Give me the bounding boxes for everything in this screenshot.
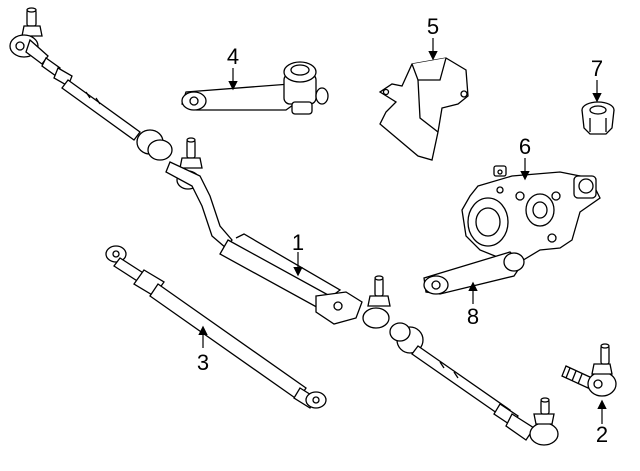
idler-arm [181, 61, 329, 115]
callout-6: 6 [519, 134, 531, 159]
callout-4: 4 [227, 44, 239, 69]
gear-shield-bracket [378, 57, 469, 161]
callout-5: 5 [427, 14, 439, 39]
callout-numbers: 1 2 3 4 5 6 7 8 [197, 14, 608, 447]
callout-3: 3 [197, 350, 209, 375]
callout-8: 8 [467, 304, 479, 329]
steering-damper [105, 245, 327, 409]
callout-2: 2 [596, 422, 608, 447]
outer-tie-rod-end [561, 343, 617, 397]
callout-leaders [198, 38, 607, 424]
tie-rod-assembly [9, 7, 559, 446]
steering-gear [461, 165, 601, 263]
callout-7: 7 [591, 56, 603, 81]
callout-1: 1 [292, 230, 304, 255]
pitman-arm [423, 251, 525, 295]
bushing [581, 101, 615, 135]
